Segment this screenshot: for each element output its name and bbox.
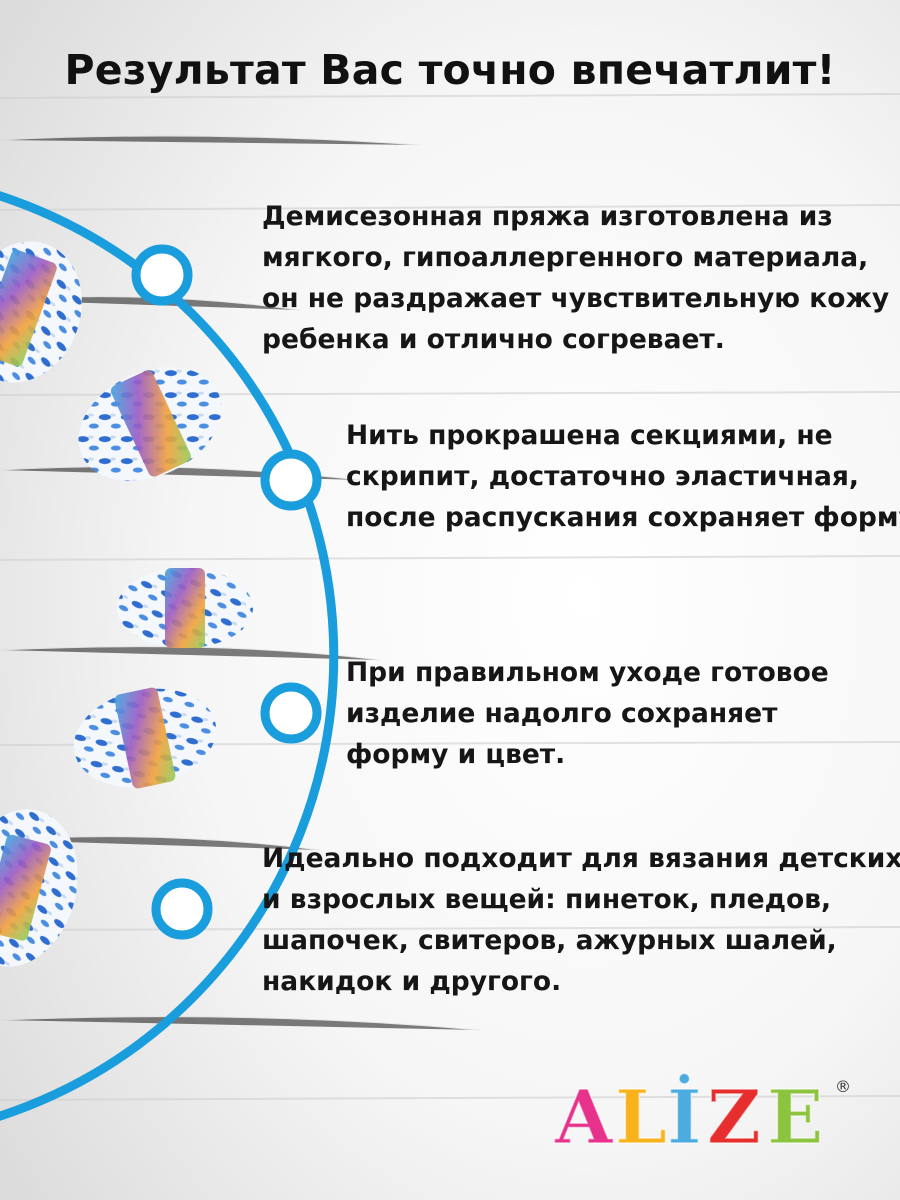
yarn-skein-4 bbox=[73, 687, 217, 789]
logo-letter-z: Z bbox=[706, 1075, 762, 1161]
yarn-skein-1 bbox=[0, 241, 82, 383]
logo-letter-i: İ bbox=[666, 1075, 702, 1161]
yarn-skein-2 bbox=[78, 367, 222, 481]
feature-paragraph-2: Нить прокрашена секциями, не скрипит, до… bbox=[346, 415, 900, 538]
text-line: и взрослых вещей: пинеток, пледов, bbox=[262, 884, 832, 915]
text-line: накидок и другого. bbox=[262, 966, 562, 997]
text-line: Демисезонная пряжа изготовлена из bbox=[262, 201, 833, 232]
page-title: Результат Вас точно впечатлит! bbox=[64, 46, 836, 94]
text-line: шапочек, свитеров, ажурных шалей, bbox=[262, 925, 837, 956]
text-line: При правильном уходе готовое bbox=[346, 657, 829, 688]
yarn-skein-5 bbox=[0, 809, 78, 967]
timeline-arc bbox=[0, 191, 339, 1121]
text-line: он не раздражает чувствительную кожу bbox=[262, 283, 890, 314]
alize-logo: A L İ Z E ® bbox=[554, 1077, 855, 1156]
logo-letter-a: A bbox=[554, 1075, 613, 1161]
text-line: мягкого, гипоаллергенного материала, bbox=[262, 242, 869, 273]
yarn-skein-3 bbox=[117, 568, 253, 648]
logo-letter-l: L bbox=[614, 1075, 668, 1161]
registered-mark: ® bbox=[835, 1077, 851, 1096]
text-line: после распускания сохраняет форму. bbox=[346, 502, 900, 533]
feature-paragraph-4: Идеально подходит для вязания детских и … bbox=[262, 838, 900, 1002]
text-line: форму и цвет. bbox=[346, 739, 566, 770]
timeline-node-4 bbox=[151, 878, 213, 940]
text-line: ребенка и отлично согревает. bbox=[262, 324, 725, 355]
timeline-node-3 bbox=[260, 682, 322, 744]
logo-letter-e: E bbox=[766, 1075, 824, 1161]
text-line: скрипит, достаточно эластичная, bbox=[346, 461, 859, 492]
feature-paragraph-3: При правильном уходе готовое изделие над… bbox=[346, 652, 829, 775]
timeline-node-2 bbox=[260, 449, 322, 511]
feature-paragraph-1: Демисезонная пряжа изготовлена из мягког… bbox=[262, 196, 889, 360]
text-line: Нить прокрашена секциями, не bbox=[346, 420, 833, 451]
timeline-node-1 bbox=[131, 244, 193, 306]
text-line: Идеально подходит для вязания детских bbox=[262, 843, 900, 874]
text-line: изделие надолго сохраняет bbox=[346, 698, 778, 729]
